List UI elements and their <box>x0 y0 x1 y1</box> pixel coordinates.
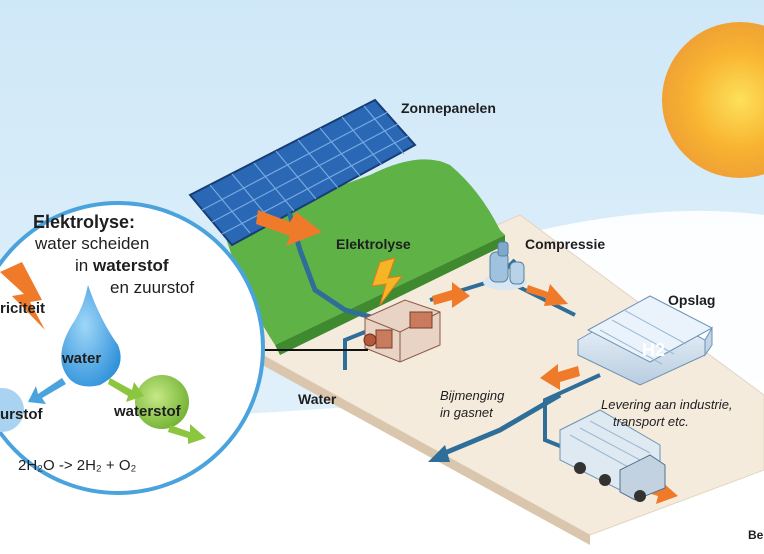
tanker-truck <box>559 409 666 502</box>
inset-line1: water scheiden <box>35 234 150 253</box>
label-levering-1: Levering aan industrie, <box>601 397 733 412</box>
inset-elektriciteit-label: riciteit <box>0 300 46 317</box>
label-zonnepanelen: Zonnepanelen <box>401 100 496 116</box>
label-bijmenging-1: Bijmenging <box>440 388 505 403</box>
electrolyser-unit <box>363 299 441 363</box>
inset-line3: en zuurstof <box>110 278 195 297</box>
inset-line2: in waterstof <box>75 256 169 276</box>
pipe-to-truck <box>543 373 601 452</box>
storage-out-arrow-icon <box>540 364 580 390</box>
oxygen-ball-icon <box>0 388 24 432</box>
electrolysis-inset <box>0 201 265 495</box>
ground-plate-edge <box>235 340 590 545</box>
label-levering-2: transport etc. <box>613 414 689 429</box>
compressor-out-arrow-icon <box>526 284 568 306</box>
label-bijmenging-2: in gasnet <box>440 405 493 420</box>
label-opslag: Opslag <box>668 292 716 308</box>
oxygen-arrow-icon <box>28 378 66 404</box>
electricity-bolt-icon <box>0 262 45 330</box>
gasnet-arrow-icon <box>428 445 450 462</box>
hydrogen-storage-tanks <box>577 295 714 386</box>
water-pipe <box>343 328 371 370</box>
credit-text: Be <box>748 528 764 542</box>
pipe-to-gasnet <box>439 392 562 458</box>
label-elektrolyse: Elektrolyse <box>336 236 411 252</box>
green-hill-shade <box>275 235 505 355</box>
hydrogen-arrow-down-icon <box>168 424 206 444</box>
inset-title: Elektrolyse: <box>33 212 136 232</box>
hydrogen-ball-icon <box>135 375 189 429</box>
lightning-icon <box>371 257 404 306</box>
inset-water-label: water <box>62 350 102 367</box>
sun-icon <box>662 22 764 178</box>
inset-line2-prefix: in <box>75 256 93 275</box>
pipe-to-storage <box>514 283 576 317</box>
label-water: Water <box>298 391 337 407</box>
inset-waterstof-label: waterstof <box>114 403 181 420</box>
hydrogen-out-arrow-icon <box>432 282 470 308</box>
sunlight-arrow-icon <box>256 210 322 246</box>
inset-zuurstof-label: urstof <box>0 406 43 423</box>
compressor-unit <box>483 241 527 290</box>
solar-panels <box>188 98 417 247</box>
label-compressie: Compressie <box>525 236 606 252</box>
label-h2-tank: H2 <box>642 340 666 360</box>
hydrogen-arrow-icon <box>108 378 144 402</box>
water-drop-icon <box>61 285 121 387</box>
inset-equation: 2H₂O -> 2H₂ + O₂ <box>18 457 137 474</box>
inset-line2-bold: waterstof <box>92 256 169 275</box>
